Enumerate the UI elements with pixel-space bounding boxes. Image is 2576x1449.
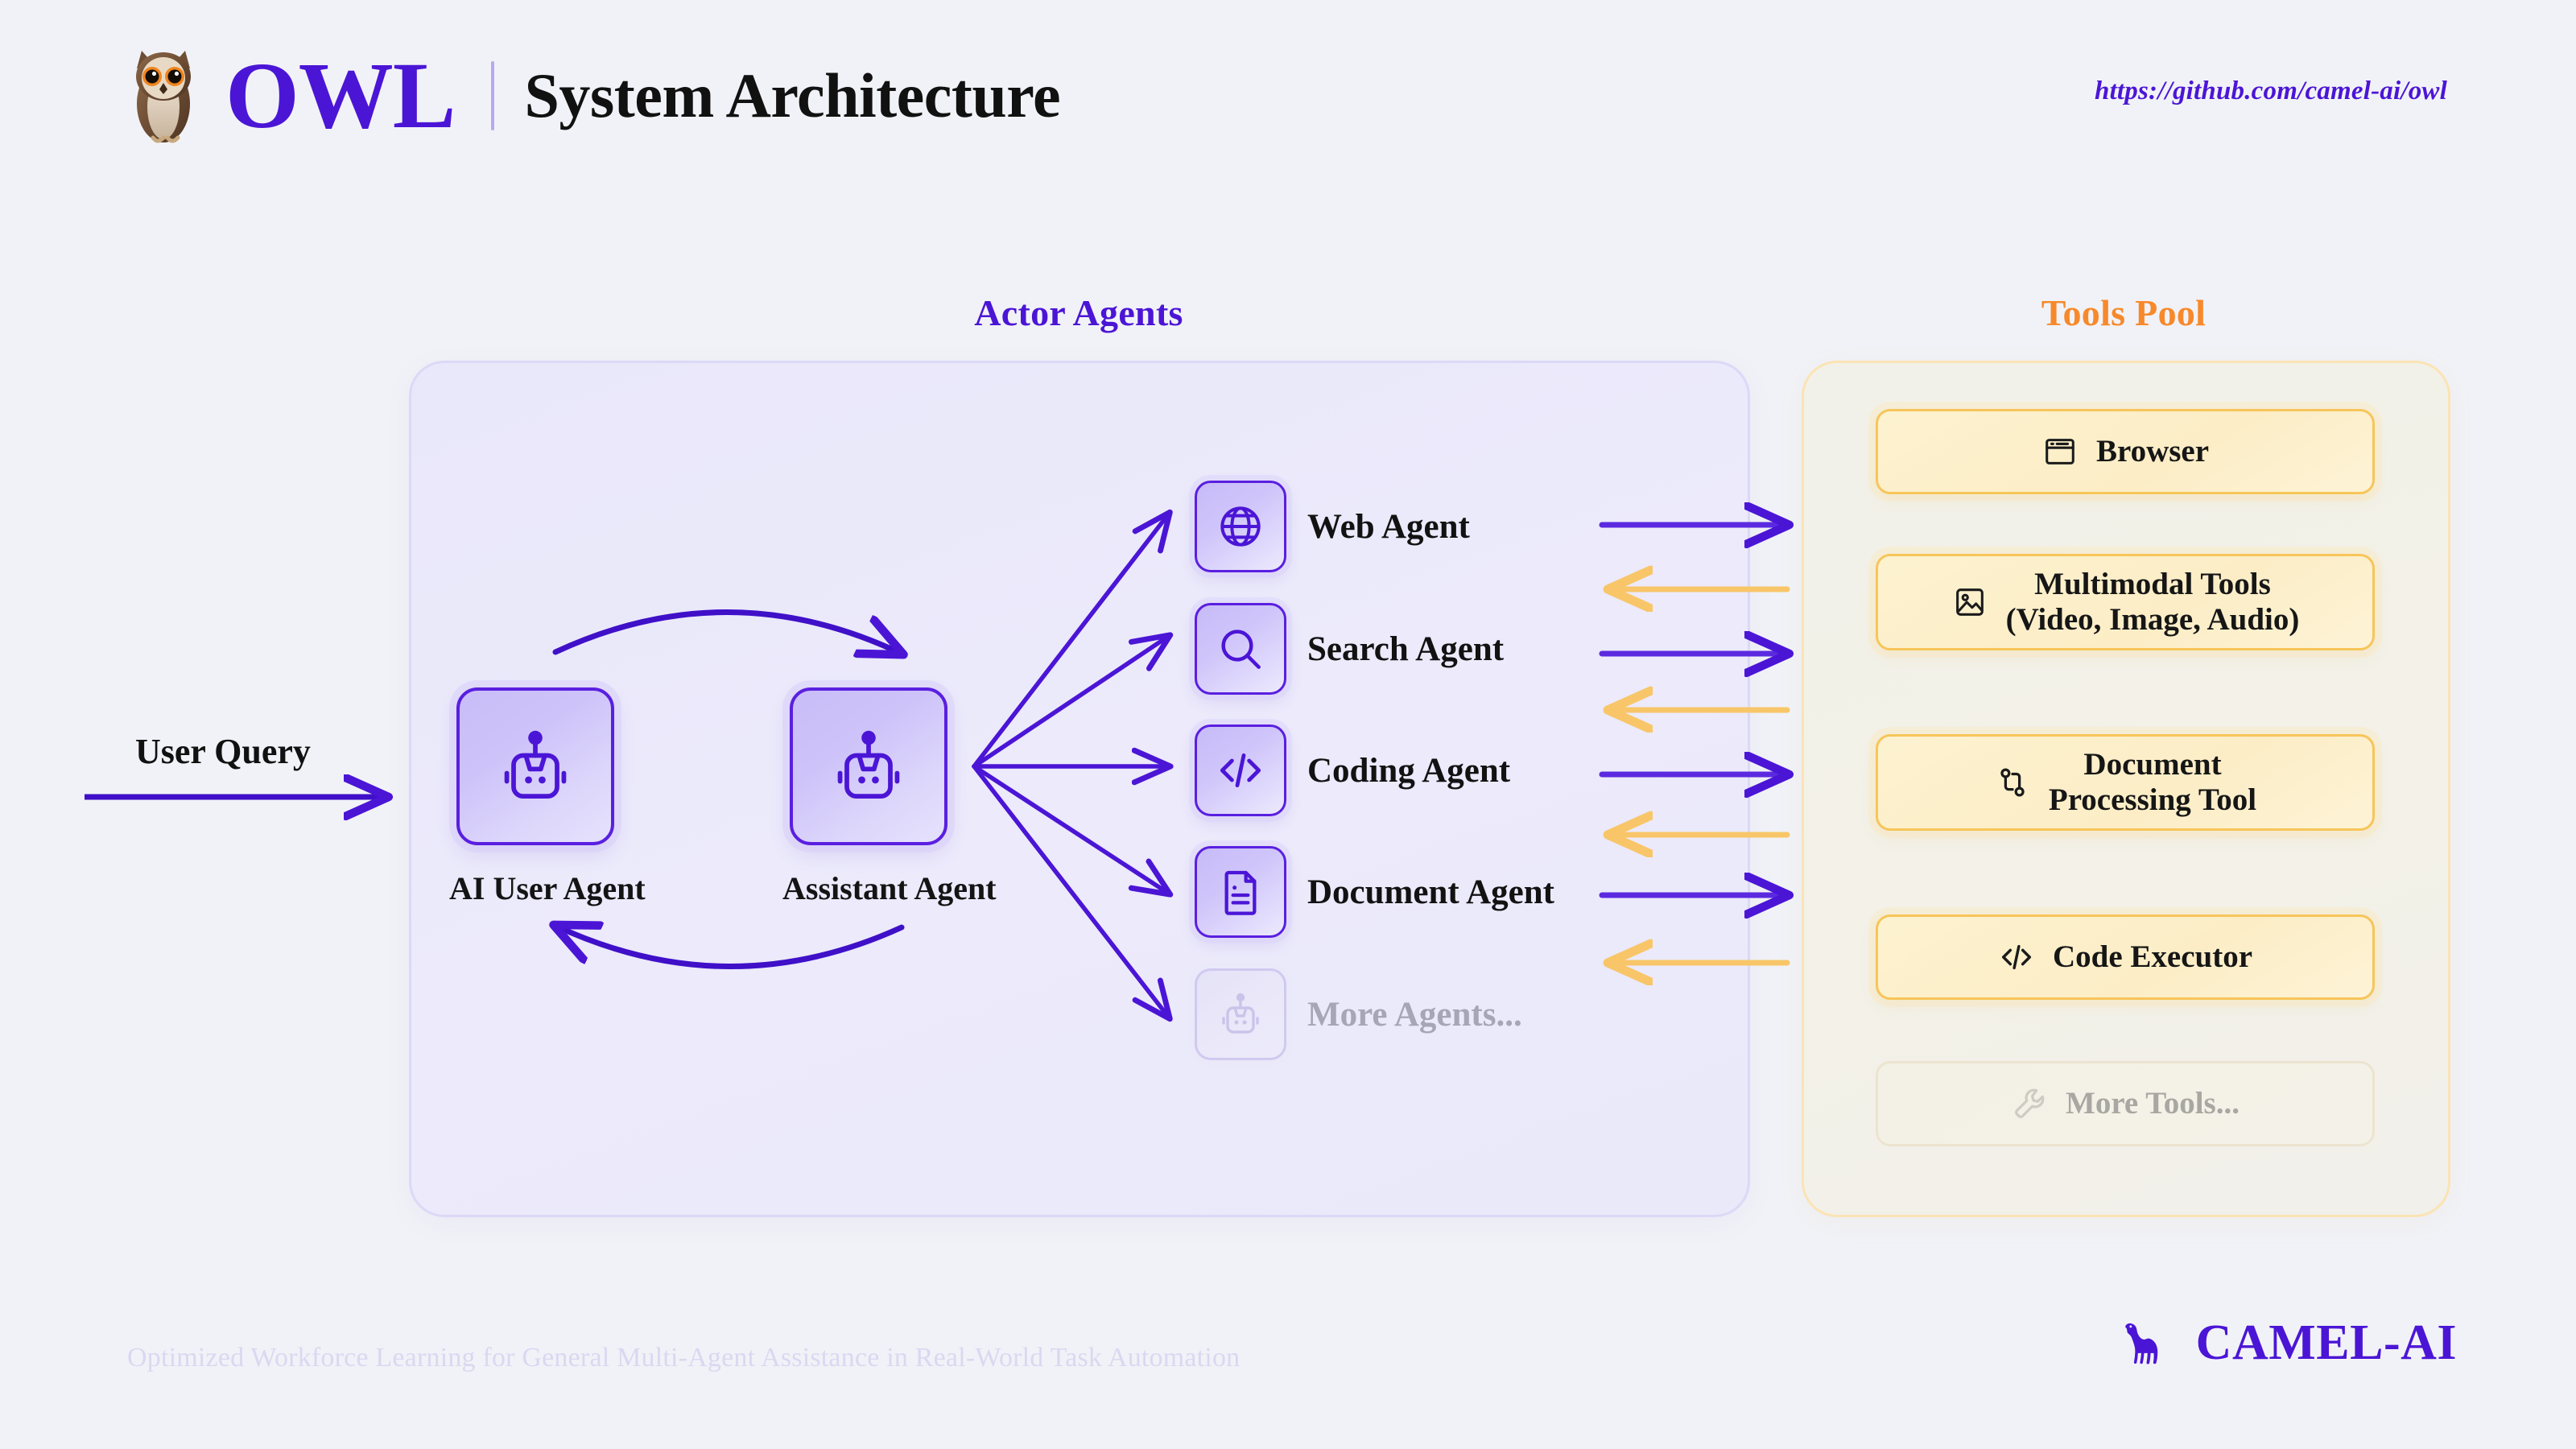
subagent-label: Search Agent (1307, 630, 1505, 668)
footer-tagline: Optimized Workforce Learning for General… (127, 1343, 1241, 1373)
tools-pool-title: Tools Pool (2041, 292, 2207, 333)
tool-label: More Tools... (2066, 1086, 2240, 1121)
tool-label: Browser (2095, 434, 2210, 469)
subagent-more-agents[interactable]: More Agents... (1195, 968, 1522, 1060)
subagent-coding-agent[interactable]: Coding Agent (1195, 724, 1510, 816)
subagent-label: Web Agent (1307, 507, 1470, 546)
tool-label: Multimodal Tools (Video, Image, Audio) (2005, 567, 2300, 637)
subagent-label: More Agents... (1307, 995, 1522, 1034)
image-icon (1951, 584, 1988, 621)
page-title: System Architecture (524, 60, 1061, 130)
repo-url-link[interactable]: https://github.com/camel-ai/owl (2095, 76, 2447, 105)
tool-card-browser[interactable]: Browser (1876, 409, 2375, 494)
search-icon (1195, 603, 1286, 695)
agent-label: Assistant Agent (782, 870, 997, 906)
tool-card-multimodal-tools[interactable]: Multimodal Tools (Video, Image, Audio) (1876, 554, 2375, 650)
robot-icon (1195, 968, 1286, 1060)
robot-icon (790, 687, 947, 845)
brand-name: OWL (225, 43, 456, 148)
tool-card-code-executor[interactable]: Code Executor (1876, 914, 2375, 1000)
camel-icon (2119, 1312, 2180, 1373)
header-divider (490, 61, 494, 130)
robot-icon (456, 687, 614, 845)
agent-node-assistant[interactable]: Assistant Agent (782, 687, 997, 907)
tool-label: Code Executor (2052, 939, 2253, 975)
globe-icon (1195, 481, 1286, 572)
camel-ai-wordmark: CAMEL-AI (2195, 1315, 2457, 1370)
code-icon (1998, 939, 2035, 976)
agent-node-ai-user[interactable]: AI User Agent (449, 687, 646, 907)
actor-agents-title: Actor Agents (974, 292, 1183, 333)
code-icon (1195, 724, 1286, 816)
agent-label: AI User Agent (449, 870, 646, 906)
tool-label: Document Processing Tool (2048, 747, 2257, 817)
tool-card-more-tools[interactable]: More Tools... (1876, 1061, 2375, 1146)
page-header: OWL System Architecture (121, 43, 1061, 148)
owl-icon (121, 44, 211, 147)
camel-ai-logo: CAMEL-AI (2119, 1312, 2457, 1373)
subagent-search-agent[interactable]: Search Agent (1195, 603, 1504, 695)
subagent-document-agent[interactable]: Document Agent (1195, 846, 1554, 938)
subagent-web-agent[interactable]: Web Agent (1195, 481, 1470, 572)
document-icon (1195, 846, 1286, 938)
user-query-label: User Query (135, 732, 311, 771)
git-branch-icon (1994, 764, 2031, 801)
subagent-label: Coding Agent (1307, 751, 1511, 790)
tool-card-document-processing[interactable]: Document Processing Tool (1876, 734, 2375, 831)
subagent-label: Document Agent (1307, 873, 1554, 911)
browser-window-icon (2041, 433, 2079, 470)
wrench-icon (2011, 1085, 2048, 1122)
